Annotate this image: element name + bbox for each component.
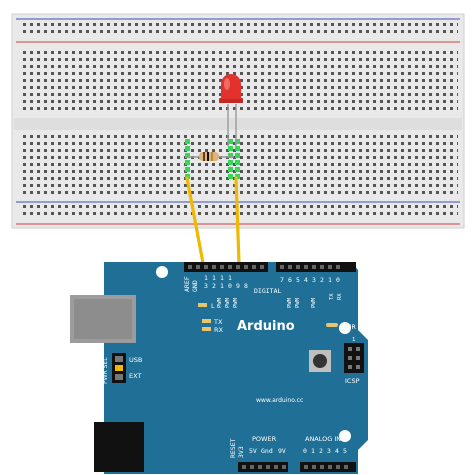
analog-pin-4: 4 (335, 447, 339, 455)
pin-1-label: 1 (328, 276, 332, 284)
pwm-label: PWM (287, 297, 293, 308)
pwm-label: PWM (233, 297, 239, 308)
5v-pin-label: 5V (249, 447, 257, 455)
analog-pin-1: 1 (311, 447, 315, 455)
pin-10-units: 0 (228, 282, 232, 290)
9v-pin-label: 9V (278, 447, 286, 455)
icsp-label: ICSP (345, 377, 360, 385)
pin-8-label: 8 (244, 282, 248, 290)
arduino-url: www.arduino.cc (256, 397, 303, 404)
gnd-pin-label: Gnd (261, 447, 273, 455)
mount-hole (339, 322, 351, 334)
pin-12-units: 2 (212, 282, 216, 290)
pin-10-tens: 1 (228, 274, 232, 282)
analog-in-label: ANALOG IN (305, 435, 341, 443)
pin-13-units: 3 (204, 282, 208, 290)
pin-11-tens: 1 (220, 274, 224, 282)
ext-label: EXT (129, 372, 141, 380)
tx-led-label: TX (213, 318, 223, 326)
power-select-jumper[interactable]: PWR SEL USB EXT (102, 353, 142, 384)
analog-pin-0: 0 (303, 447, 307, 455)
pin-5-label: 5 (296, 276, 300, 284)
pin-0-label: 0 (336, 276, 340, 284)
digital-label: DIGITAL (254, 287, 281, 295)
power-jack[interactable] (94, 422, 144, 472)
pin-7-label: 7 (280, 276, 284, 284)
center-channel (14, 118, 462, 130)
power-analog-header (238, 462, 356, 472)
pwm-label: PWM (311, 297, 317, 308)
pwm-label: PWM (295, 297, 301, 308)
gnd-label: GND (191, 280, 199, 292)
digital-header-labels: AREF GND 1 1 1 1 3 2 1 0 9 8 PWM PWM PWM… (183, 274, 343, 308)
pin-13-tens: 1 (204, 274, 208, 282)
rx-pin-label: RX (337, 293, 343, 300)
top-power-rail (16, 18, 460, 43)
pwr-led-label: PWR (341, 323, 356, 331)
pwm-label: PWM (225, 297, 231, 308)
3v3-pin-label: 3V3 (237, 446, 245, 458)
red-led[interactable] (219, 74, 243, 146)
pin-9-label: 9 (236, 282, 240, 290)
icsp-pin-1-label: 1 (352, 337, 356, 343)
reset-button[interactable] (309, 350, 331, 372)
reset-pin-label: RESET (229, 438, 237, 458)
pin-11-units: 1 (220, 282, 224, 290)
icsp-header: 1 ICSP (344, 337, 364, 385)
mount-hole (339, 430, 351, 442)
mount-hole (156, 266, 168, 278)
usb-label: USB (129, 356, 142, 364)
pin-12-tens: 1 (212, 274, 216, 282)
resistor[interactable] (188, 152, 234, 161)
wires[interactable] (185, 176, 241, 265)
arduino-board: AREF GND 1 1 1 1 3 2 1 0 9 8 PWM PWM PWM… (70, 262, 368, 474)
power-analog-labels: RESET 3V3 POWER 5V Gnd 9V ANALOG IN 0 1 … (229, 435, 347, 458)
power-label: POWER (252, 435, 277, 443)
terminal-strip-bottom (20, 134, 458, 198)
l-led-label: L (211, 302, 215, 310)
aref-label: AREF (183, 276, 191, 292)
tx-pin-label: TX (329, 293, 335, 300)
rx-led-label: RX (214, 326, 224, 334)
status-leds: L TX RX PWR (198, 302, 356, 334)
arduino-logo-text: Arduino (237, 319, 295, 334)
pwm-label: PWM (217, 297, 223, 308)
pin-2-label: 2 (320, 276, 324, 284)
breadboard (11, 13, 465, 229)
pin-3-label: 3 (312, 276, 316, 284)
analog-pin-2: 2 (319, 447, 323, 455)
analog-pin-5: 5 (343, 447, 347, 455)
analog-pin-3: 3 (327, 447, 331, 455)
pin-4-label: 4 (304, 276, 308, 284)
usb-connector[interactable] (70, 295, 136, 343)
pin-6-label: 6 (288, 276, 292, 284)
digital-header (184, 262, 356, 272)
pwr-sel-label: PWR SEL (102, 357, 109, 384)
